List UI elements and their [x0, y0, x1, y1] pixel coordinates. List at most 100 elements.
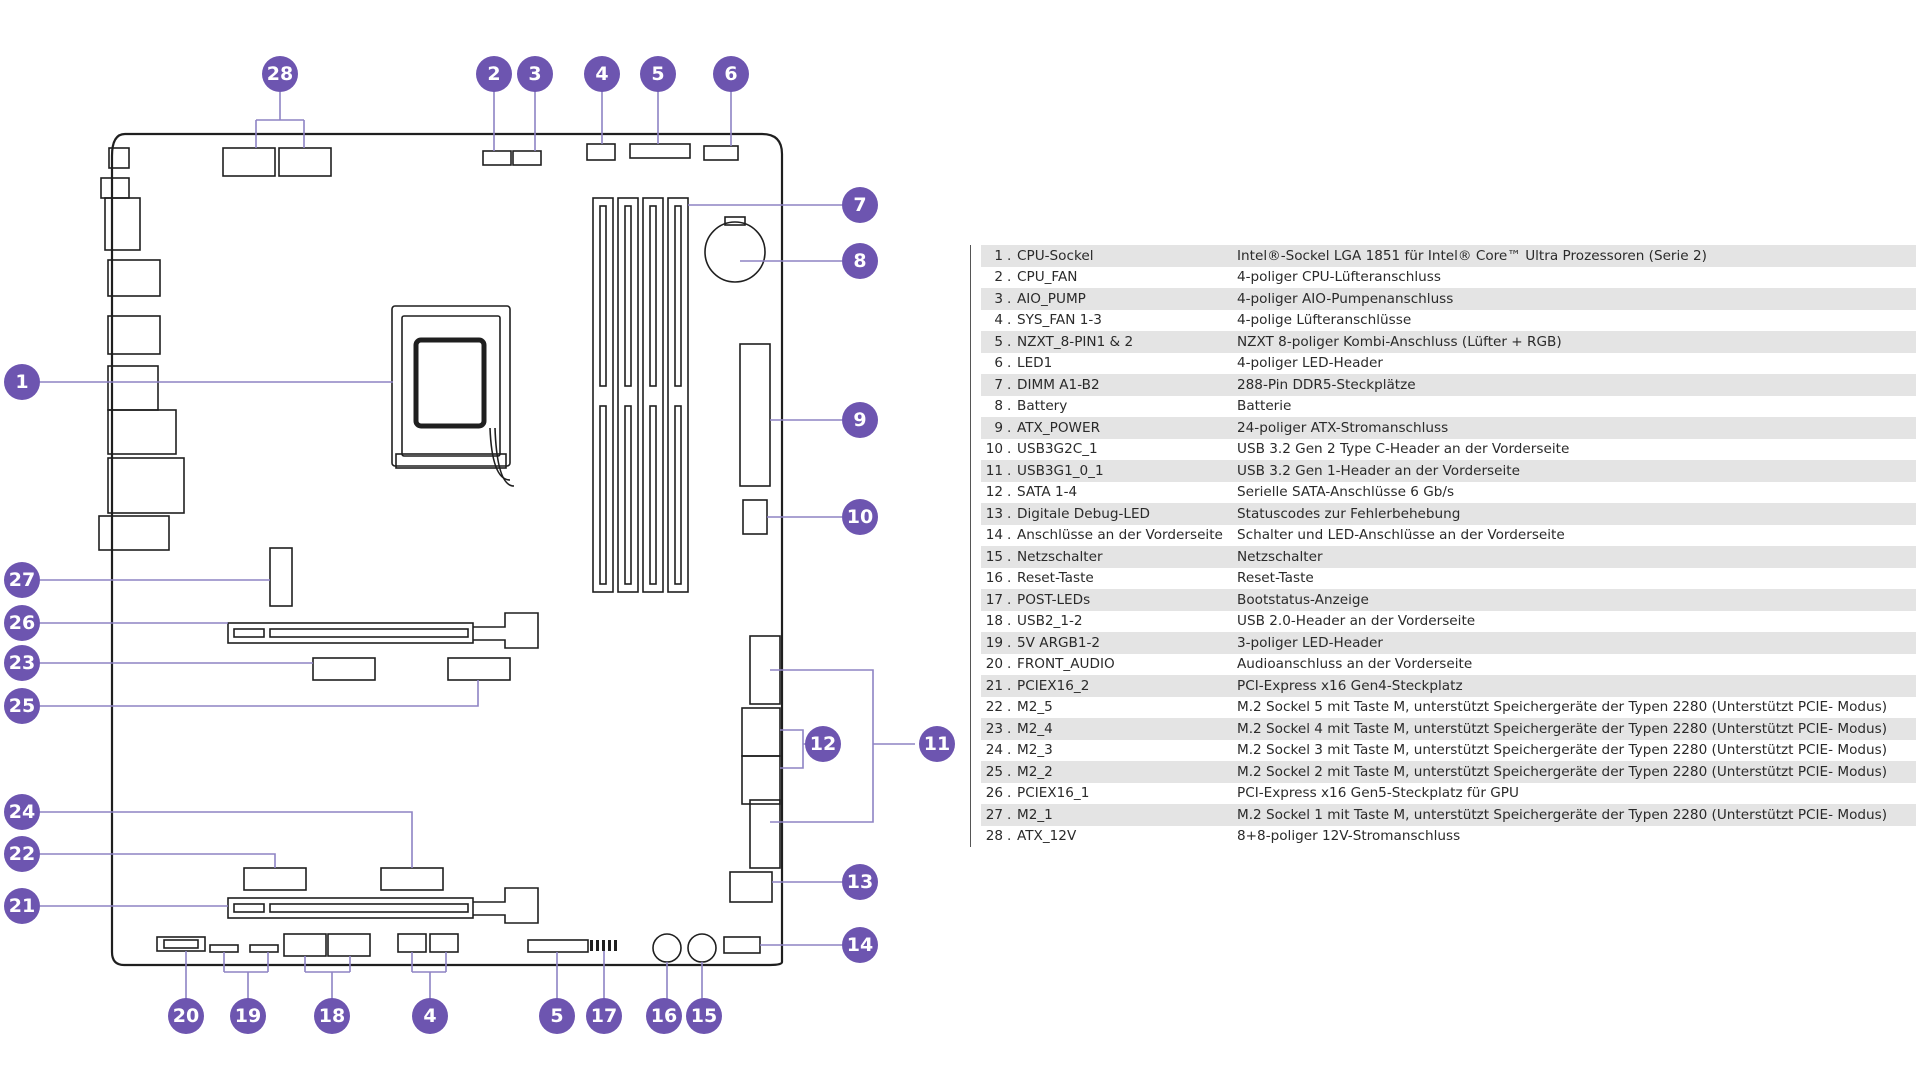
svg-text:25: 25 [9, 695, 35, 717]
legend-name: M2_1 [1017, 806, 1053, 823]
legend-description: Reset-Taste [1237, 570, 1314, 587]
legend-description: 3-poliger LED-Header [1237, 634, 1383, 651]
pcie-slot-1 [227, 612, 539, 649]
legend-name: NZXT_8-PIN1 & 2 [1017, 333, 1134, 350]
legend-description: Batterie [1237, 398, 1292, 415]
bottom-headers [156, 933, 717, 963]
legend-number: 27 [985, 806, 1003, 823]
legend-number: 19 [985, 634, 1003, 651]
legend-separator: . [1007, 355, 1012, 372]
legend-number: 20 [985, 656, 1003, 673]
legend-name: M2_5 [1017, 699, 1053, 716]
legend-name: ATX_12V [1017, 828, 1077, 845]
legend-number: 15 [985, 548, 1003, 565]
legend-separator: . [1007, 634, 1012, 651]
callout-badge: 13 [842, 864, 878, 900]
callout-badge: 11 [919, 726, 955, 762]
svg-text:2: 2 [487, 63, 500, 85]
svg-text:17: 17 [591, 1005, 617, 1027]
rear-io [98, 147, 185, 551]
legend-number: 16 [985, 570, 1003, 587]
callout-badge: 22 [4, 836, 40, 872]
callout-badge: 23 [4, 645, 40, 681]
legend-separator: . [1007, 247, 1012, 264]
legend-separator: . [1007, 828, 1012, 845]
legend-number: 28 [985, 828, 1003, 845]
legend-description: 24-poliger ATX-Stromanschluss [1237, 419, 1449, 436]
legend-name: SYS_FAN 1-3 [1017, 312, 1102, 329]
legend-name: ATX_POWER [1017, 419, 1101, 436]
callout-badges: 28 2 3 4 5 6 7 8 1 9 10 27 26 23 25 12 1… [4, 56, 955, 1034]
svg-text:26: 26 [9, 612, 35, 634]
legend-description: USB 3.2 Gen 2 Type C-Header an der Vorde… [1237, 441, 1570, 458]
svg-text:8: 8 [853, 250, 866, 272]
legend-separator: . [1007, 312, 1012, 329]
legend-separator: . [1007, 269, 1012, 286]
callout-badge: 2 [476, 56, 512, 92]
legend-name: AIO_PUMP [1017, 290, 1086, 307]
atx-power-connector [739, 343, 771, 487]
legend-name: USB3G2C_1 [1017, 441, 1098, 458]
legend-name: FRONT_AUDIO [1017, 656, 1115, 673]
legend-description: Serielle SATA-Anschlüsse 6 Gb/s [1237, 484, 1455, 501]
svg-text:28: 28 [267, 63, 293, 85]
svg-text:14: 14 [847, 934, 873, 956]
legend-separator: . [1007, 742, 1012, 759]
svg-text:16: 16 [651, 1005, 677, 1027]
svg-text:6: 6 [724, 63, 737, 85]
legend-separator: . [1007, 677, 1012, 694]
svg-text:3: 3 [528, 63, 541, 85]
callout-badge: 18 [314, 998, 350, 1034]
svg-text:4: 4 [423, 1005, 436, 1027]
cpu-socket [391, 305, 515, 487]
callout-badge: 6 [713, 56, 749, 92]
leader-lines [40, 90, 915, 1003]
callout-badge: 5 [640, 56, 676, 92]
legend-separator: . [1007, 398, 1012, 415]
callout-badge: 12 [805, 726, 841, 762]
legend-separator: . [1007, 656, 1012, 673]
svg-text:19: 19 [235, 1005, 261, 1027]
legend-separator: . [1007, 720, 1012, 737]
callout-badge: 4 [584, 56, 620, 92]
svg-text:15: 15 [691, 1005, 717, 1027]
svg-text:23: 23 [9, 652, 35, 674]
legend-description: Intel®-Sockel LGA 1851 für Intel® Core™ … [1237, 247, 1707, 264]
legend-name: M2_3 [1017, 742, 1053, 759]
svg-text:20: 20 [173, 1005, 199, 1027]
legend-number: 14 [985, 527, 1003, 544]
legend-separator: . [1007, 699, 1012, 716]
callout-badge: 17 [586, 998, 622, 1034]
callout-badge: 7 [842, 187, 878, 223]
legend-name: USB2_1-2 [1017, 613, 1083, 630]
legend-number: 23 [985, 720, 1003, 737]
legend-name: CPU-Sockel [1017, 247, 1094, 264]
callout-badge: 20 [168, 998, 204, 1034]
legend-separator: . [1007, 613, 1012, 630]
legend-number: 5 [994, 333, 1003, 350]
legend-description: USB 2.0-Header an der Vorderseite [1237, 613, 1476, 630]
legend-separator: . [1007, 441, 1012, 458]
legend-name: Reset-Taste [1017, 570, 1094, 587]
legend-name: CPU_FAN [1017, 269, 1078, 286]
usb-c-header [742, 499, 768, 535]
m2-slot-2 [447, 657, 511, 681]
legend-name: Battery [1017, 398, 1068, 415]
callout-badge: 10 [842, 499, 878, 535]
